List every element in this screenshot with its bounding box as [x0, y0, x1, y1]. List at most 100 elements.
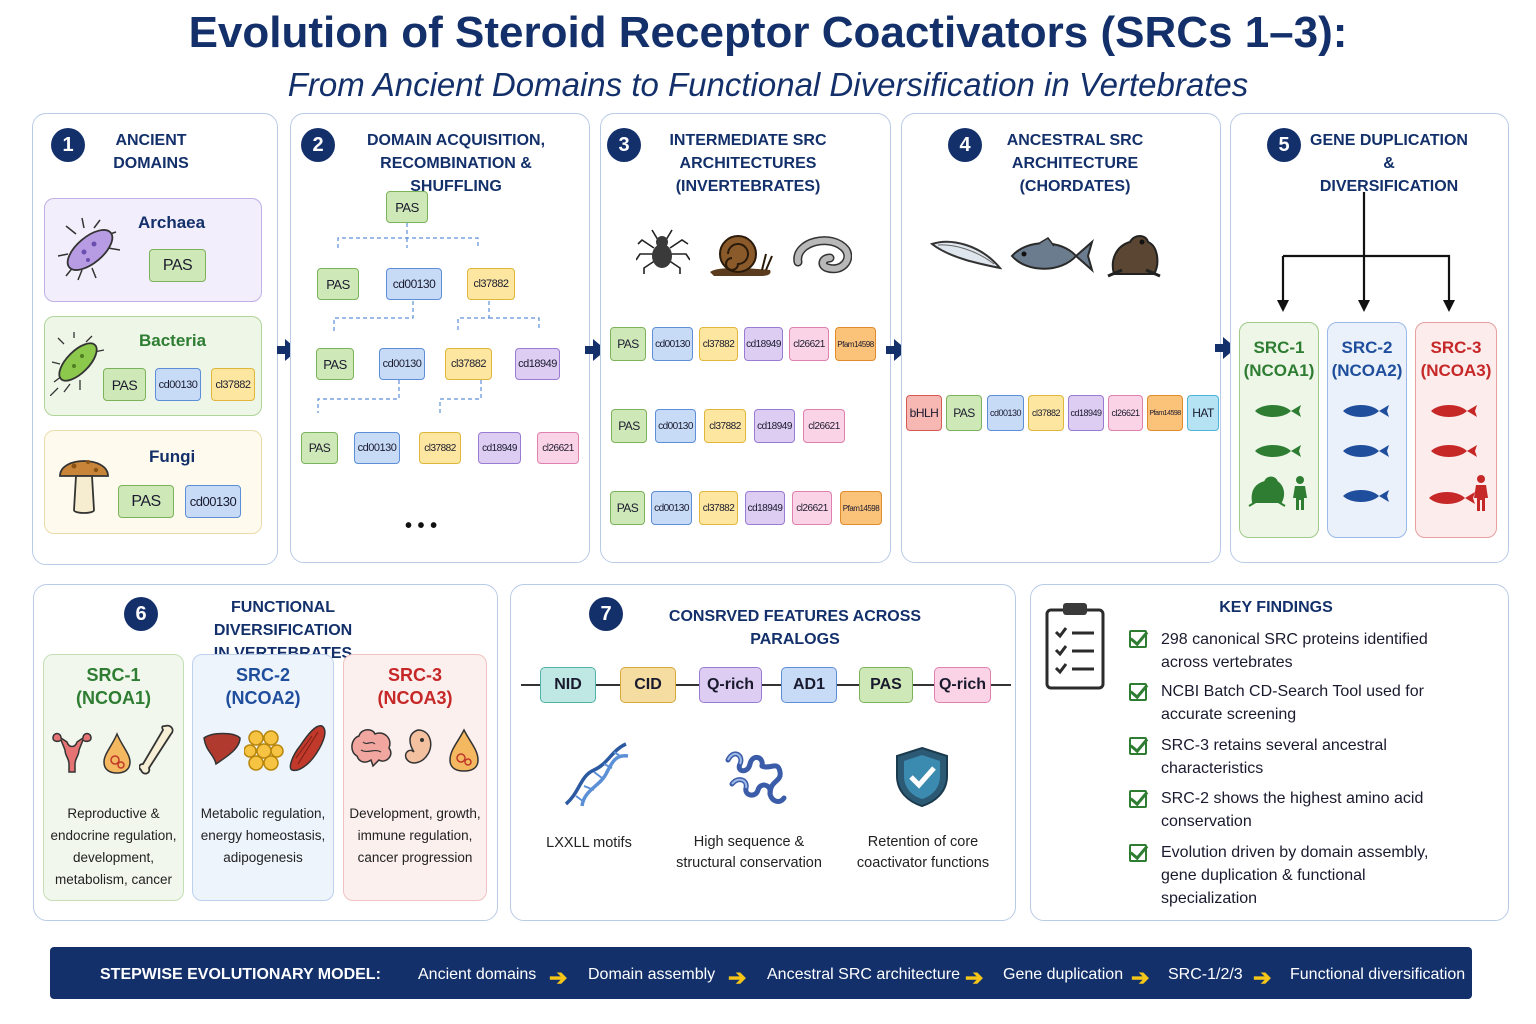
- panel-title: DOMAIN ACQUISITION,RECOMBINATION & SHUFF…: [366, 132, 546, 195]
- archaea-label: Archaea: [138, 213, 206, 232]
- src2-label: SRC-2(NCOA2): [225, 665, 301, 708]
- archaea-icon: [57, 217, 121, 281]
- fungi-label: Fungi: [149, 447, 196, 466]
- yellow-arrow-icon: ➔: [728, 965, 747, 990]
- bacteria-label: Bacteria: [139, 331, 207, 350]
- uterus-icon: [52, 732, 92, 773]
- lancelet-icon: [930, 240, 1002, 270]
- domain-cl37882: cl37882: [699, 491, 738, 525]
- domain-ad1: AD1: [781, 667, 837, 703]
- domain-pas: PAS: [301, 432, 338, 464]
- vertebrate-silhouettes: [1248, 405, 1488, 511]
- insect-icon: [636, 229, 690, 274]
- key-findings-title: KEY FINDINGS: [1219, 599, 1333, 616]
- domain-cl37882: cl37882: [419, 432, 461, 464]
- yellow-arrow-icon: ➔: [965, 965, 984, 990]
- yellow-arrow-icon: ➔: [1131, 965, 1150, 990]
- stepwise-model-bar: [50, 947, 1472, 999]
- src3-description: Development, growth,immune regulation,ca…: [349, 806, 481, 865]
- duplication-tree: [1277, 192, 1455, 312]
- brain-icon: [351, 729, 392, 768]
- step-number: 5: [1267, 128, 1301, 162]
- yellow-arrow-icon: ➔: [1253, 965, 1272, 990]
- model-label: STEPWISE EVOLUTIONARY MODEL:: [100, 966, 381, 983]
- domain-cd00130: cd00130: [379, 348, 425, 380]
- check-icon: [1129, 683, 1147, 701]
- finding-item: Evolution driven by domain assembly,gene…: [1161, 844, 1429, 907]
- src3-label: SRC-3(NCOA3): [377, 665, 453, 708]
- domain-cl37882: cl37882: [699, 327, 738, 361]
- domain-cid: CID: [620, 667, 676, 703]
- domain-pfam14598: Pfam14598: [840, 491, 882, 525]
- dna-icon: [564, 742, 629, 807]
- caption-conservation: High sequence &structural conservation: [676, 834, 822, 871]
- domain-cl26621: cl26621: [537, 432, 579, 464]
- domain-cd18949: cd18949: [515, 348, 560, 380]
- domain-pas: PAS: [103, 368, 146, 401]
- src1-label: SRC-1(NCOA1): [1243, 338, 1315, 380]
- protein-backbone-line: [521, 684, 1011, 686]
- domain-pas: PAS: [316, 348, 354, 380]
- domain-cl26621: cl26621: [1108, 395, 1143, 431]
- domain-cd00130: cd00130: [652, 327, 693, 361]
- domain-cd18949: cd18949: [745, 491, 785, 525]
- domain-pas: PAS: [610, 327, 646, 361]
- model-step: Ancestral SRC architecture: [767, 966, 960, 983]
- domain-q-rich: Q-rich: [934, 667, 991, 703]
- src2-description: Metabolic regulation,energy homeostasis,…: [200, 806, 326, 865]
- liver-icon: [203, 732, 241, 766]
- domain-cl26621: cl26621: [792, 491, 832, 525]
- worm-icon: [793, 236, 852, 274]
- yellow-arrow-icon: ➔: [549, 965, 568, 990]
- step-number: 6: [124, 597, 158, 631]
- main-title: Evolution of Steroid Receptor Coactivato…: [188, 8, 1348, 57]
- src1-description: Reproductive &endocrine regulation,devel…: [50, 806, 177, 887]
- domain-cd00130: cd00130: [155, 368, 201, 401]
- panel-key-findings: [1030, 584, 1509, 921]
- shield-check-icon: [896, 746, 948, 808]
- domain-cl37882: cl37882: [1028, 395, 1064, 431]
- check-icon: [1129, 790, 1147, 808]
- panel-title: CONSRVED FEATURES ACROSS PARALOGS: [668, 608, 922, 648]
- src3-label: SRC-3(NCOA3): [1420, 338, 1492, 380]
- model-step: Ancient domains: [418, 966, 537, 983]
- clipboard-icon: [1045, 603, 1105, 690]
- src1-label: SRC-1(NCOA1): [76, 665, 151, 708]
- bone-icon: [139, 724, 174, 775]
- domain-pas: PAS: [610, 491, 645, 525]
- domain-cl26621: cl26621: [803, 409, 845, 443]
- domain-cl37882: cl37882: [467, 268, 515, 300]
- domain-cd00130: cd00130: [655, 409, 696, 443]
- step-number: 2: [301, 128, 335, 162]
- panel-title: GENE DUPLICATION &DIVERSIFICATION: [1310, 132, 1468, 195]
- model-step: Gene duplication: [1003, 966, 1124, 983]
- domain-pas: PAS: [859, 667, 913, 703]
- fat-cells-icon: [244, 730, 284, 771]
- step-number: 4: [948, 128, 982, 162]
- ellipsis: • • •: [405, 515, 438, 537]
- check-icon: [1129, 737, 1147, 755]
- mushroom-icon: [59, 460, 109, 514]
- muscle-icon: [289, 725, 326, 772]
- protein-structure-icon: [725, 751, 787, 804]
- step-number: 3: [607, 128, 641, 162]
- domain-pas: PAS: [149, 249, 206, 282]
- check-icon: [1129, 844, 1147, 862]
- domain-cl26621: cl26621: [789, 327, 829, 361]
- model-step: SRC-1/2/3: [1168, 966, 1243, 983]
- domain-cd00130: cd00130: [386, 268, 442, 300]
- domain-cd18949: cd18949: [754, 409, 795, 443]
- src2-column: SRC-2(NCOA2): [1327, 322, 1407, 538]
- domain-pfam14598: Pfam14598: [1147, 395, 1183, 431]
- domain-pas: PAS: [386, 191, 428, 223]
- snail-icon: [710, 235, 773, 276]
- domain-pfam14598: Pfam14598: [835, 327, 876, 361]
- domain-cd18949: cd18949: [744, 327, 783, 361]
- hormone-drop-icon: [449, 728, 479, 772]
- domain-q-rich: Q-rich: [699, 667, 762, 703]
